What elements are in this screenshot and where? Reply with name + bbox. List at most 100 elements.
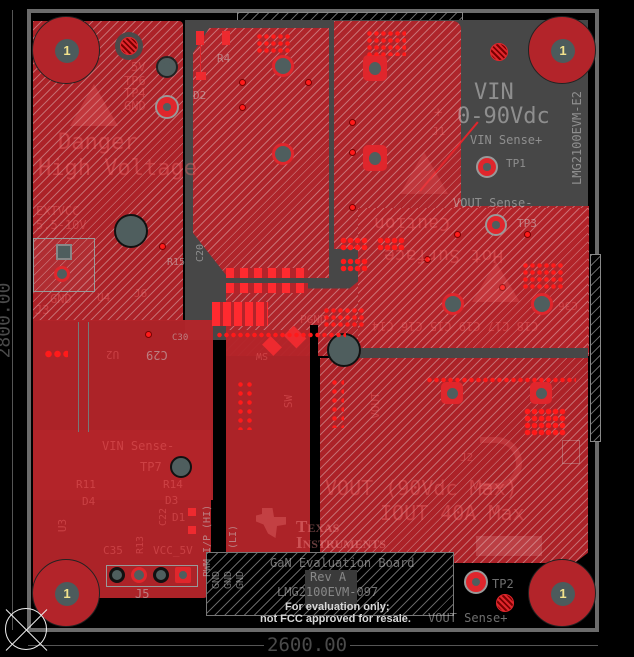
- j2-label: J2: [460, 451, 474, 464]
- gan-fet-pads: [212, 302, 268, 326]
- vin-label: VIN: [474, 80, 514, 105]
- mount-hole-bottom-left: 1: [32, 559, 100, 627]
- fiducial-bottom: [496, 594, 514, 612]
- vout-sq-pad-1: [441, 382, 463, 404]
- c30-label: C30: [172, 333, 189, 343]
- mount-hole-j4: [114, 214, 148, 248]
- test-point-tp1[interactable]: [476, 156, 498, 178]
- vin-sense-plus-label: VIN Sense+: [470, 133, 543, 147]
- test-point-tp3[interactable]: [485, 214, 507, 236]
- test-point-tp7[interactable]: [170, 456, 192, 478]
- height-dimension-label: 2800.00: [0, 282, 15, 359]
- via-column-sw: [236, 380, 256, 430]
- via: [425, 257, 430, 262]
- mount-hole-center: [327, 333, 361, 367]
- j6-label: J6: [134, 287, 148, 300]
- eval-only-label: For evaluation only;: [285, 601, 390, 613]
- cap-array-pads-2: [226, 283, 308, 293]
- via-array-vout-2: [524, 408, 566, 436]
- via: [306, 80, 311, 85]
- vin-copper-left: [193, 28, 329, 278]
- mount-pad-number: 1: [55, 39, 79, 63]
- li-input-label: (LI): [228, 524, 240, 550]
- vcc-5v-label: VCC_5V: [153, 544, 193, 557]
- r11-label: R11: [76, 478, 96, 491]
- c16-label: C16: [400, 319, 423, 333]
- d2-label: D2: [193, 89, 207, 102]
- mount-hole-top-left: 1: [32, 16, 100, 84]
- vout-sq-pad-2: [530, 382, 552, 404]
- fiducial-vin: [490, 43, 508, 61]
- c20-label: C20: [195, 243, 207, 263]
- extvcc-label: EXTVCC: [36, 204, 80, 218]
- via: [240, 80, 245, 85]
- width-dimension-label: 2600.00: [264, 634, 351, 656]
- output-cap-pad: [476, 536, 542, 556]
- via: [350, 205, 355, 210]
- tp4-label: TP4: [124, 86, 146, 100]
- pgnd-label: PGND: [300, 313, 327, 326]
- hot-surface-warning-icon: [472, 262, 520, 302]
- vin-plus-label: +: [434, 105, 443, 121]
- via-array-vin-top: [366, 30, 406, 56]
- origin-crosshair-icon: [5, 608, 47, 650]
- test-point-5v[interactable]: [156, 56, 178, 78]
- j3-pin-1: [56, 244, 72, 260]
- c19-label: C19: [458, 319, 481, 333]
- c14-label: C14: [372, 319, 394, 333]
- c18-label: C18: [516, 319, 539, 333]
- vout-gnd-trace: [356, 348, 588, 358]
- cap-array-pads: [226, 268, 308, 278]
- u3-label: U3: [56, 518, 70, 533]
- via-array-mid-1: [340, 237, 368, 251]
- via-array-vin-left: [256, 33, 292, 55]
- fiducial-top: [120, 37, 138, 55]
- j2-polarity-icon: [480, 437, 522, 489]
- r13-label: R13: [135, 535, 147, 555]
- via: [455, 232, 460, 237]
- iout-max-label: IOUT 40A Max: [380, 501, 525, 525]
- d2-pad: [196, 72, 206, 80]
- test-point-gnd[interactable]: [155, 95, 179, 119]
- via: [525, 232, 530, 237]
- mount-hole-top-right: 1: [528, 16, 596, 84]
- gnd-j3-label: GND: [50, 292, 72, 306]
- pwm-input-label: PWM I/P (HI): [202, 504, 214, 578]
- vout-sense-plus-label: VOUT Sense+: [428, 611, 508, 625]
- via-column-vout: [330, 378, 344, 428]
- vin-sq-pad-2: [363, 145, 387, 171]
- sw-gap-right: [310, 325, 318, 595]
- gnd-top-label: GND: [124, 99, 146, 113]
- r15-label: R15: [167, 257, 186, 268]
- danger-label: Danger: [58, 130, 138, 155]
- right-keepout: [590, 254, 601, 442]
- r14-label: R14: [163, 478, 183, 491]
- via-array-mid-3: [340, 258, 368, 272]
- tp3-label: TP3: [517, 217, 537, 230]
- gnd-pin-label-3: GND: [235, 570, 247, 590]
- j1-label: J1: [432, 125, 446, 138]
- sw-gap-left: [214, 385, 224, 595]
- vout-pad-label: VOUT: [368, 392, 382, 419]
- r4-label: R4: [217, 52, 231, 65]
- c36-label: C36: [558, 299, 578, 312]
- trace-r4-d2: [200, 44, 201, 72]
- test-point-tp2[interactable]: [464, 570, 488, 594]
- high-voltage-label: High Voltage: [38, 156, 197, 181]
- mount-pad-number: 1: [551, 582, 575, 606]
- sw-label: SW: [256, 350, 269, 361]
- via: [240, 105, 245, 110]
- mount-pad-number: 1: [551, 39, 575, 63]
- tp7-label: TP7: [140, 460, 162, 474]
- j5-connector[interactable]: [106, 565, 198, 587]
- height-dimension-line: [12, 10, 13, 630]
- d3-label: D3: [165, 494, 179, 507]
- gate-trace-2: [88, 322, 89, 432]
- vout-pad-1: [442, 293, 464, 315]
- gnd-pin-label-1: GND: [211, 570, 223, 590]
- caution-warning-icon: [400, 152, 448, 194]
- via: [146, 332, 151, 337]
- gate-trace-1: [78, 322, 79, 432]
- via: [160, 244, 165, 249]
- u2-label: U2: [106, 348, 120, 361]
